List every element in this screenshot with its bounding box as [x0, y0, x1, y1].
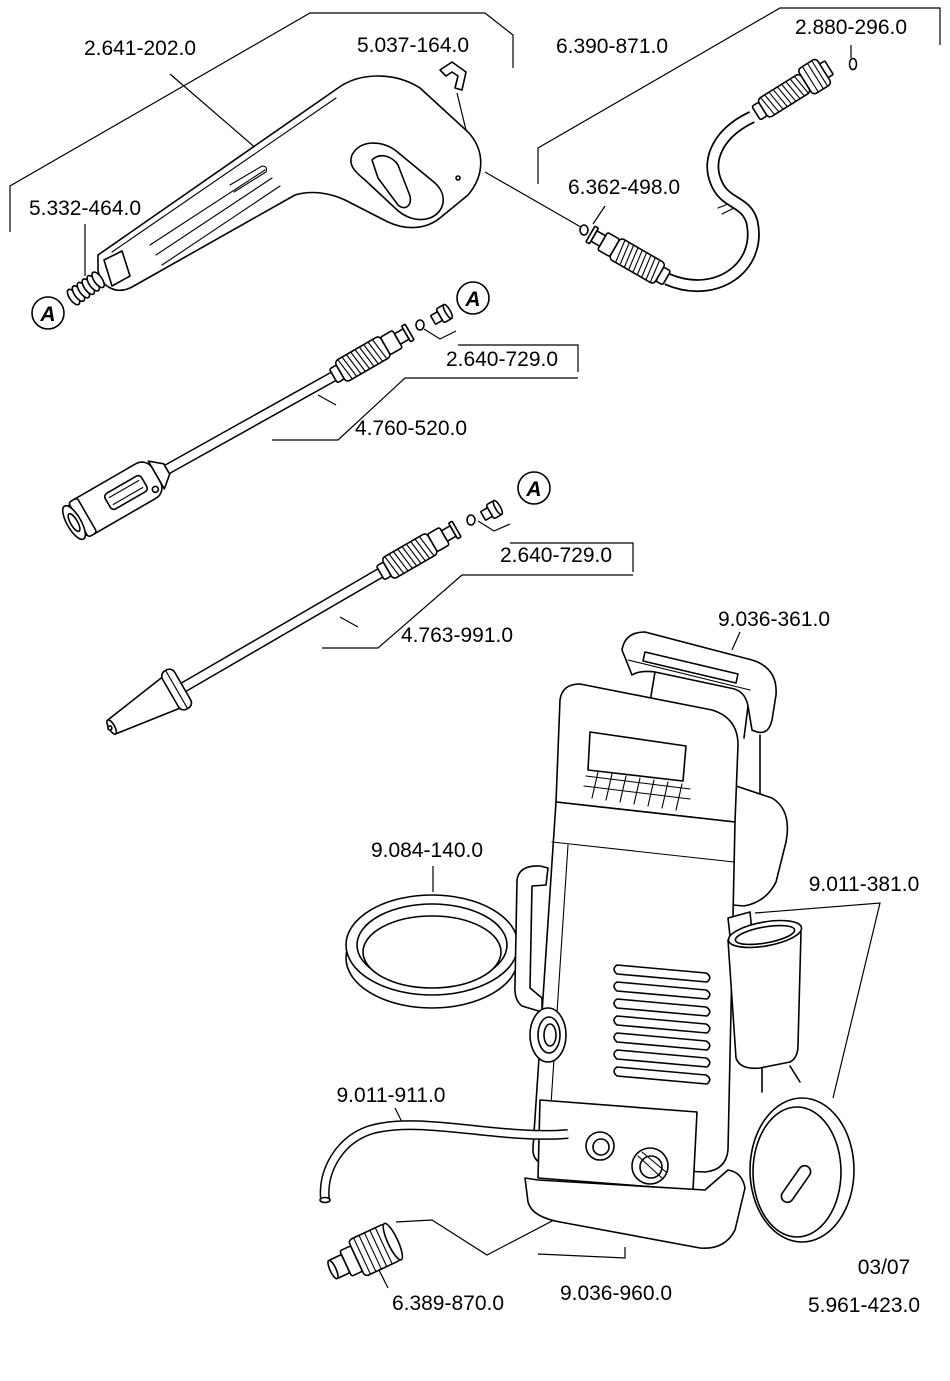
trigger-gun-handle: [98, 76, 481, 290]
part-number-label: 9.036-960.0: [560, 1282, 672, 1305]
part-number-label: 5.037-164.0: [357, 34, 469, 57]
callout-letter: A: [464, 288, 480, 311]
part-number-label: 9.011-911.0: [337, 1084, 446, 1107]
garden-hose-fitting: [322, 1221, 406, 1289]
nozzle-insert-1: [429, 303, 454, 327]
power-switch-knob: [530, 1008, 566, 1062]
part-number-label: 2.640-729.0: [500, 544, 612, 567]
rotor-nozzle-cone: [97, 667, 193, 748]
o-ring-lance-1: [416, 320, 424, 330]
leader-connector-oring: [593, 206, 605, 224]
handle-screw-dot: [456, 176, 460, 180]
part-number-label: 9.011-381.0: [809, 873, 920, 896]
leader-top-handle: [732, 632, 740, 650]
part-number-label: 2.880-296.0: [795, 16, 907, 39]
date-code: 03/07: [858, 1256, 911, 1279]
part-number-label: 4.763-991.0: [401, 624, 513, 647]
callout-a-1: A: [32, 297, 64, 329]
callout-a-2: A: [457, 282, 489, 314]
lance-connector: [327, 322, 415, 387]
connection-panel: [538, 1100, 697, 1190]
part-number-label: 2.641-202.0: [84, 37, 196, 60]
hose-ring-inner-bottom: [363, 916, 501, 988]
wheel: [750, 1066, 854, 1242]
drawing-number: 5.961-423.0: [808, 1294, 920, 1317]
lance-connector: [374, 519, 462, 584]
leader-lines: [10, 8, 940, 1288]
nozzle-insert-2: [479, 499, 504, 523]
part-number-label: 9.036-361.0: [718, 608, 830, 631]
water-inlet-connector: [632, 1148, 668, 1184]
gun-holder: [726, 912, 803, 1068]
gun-holder-body: [728, 932, 801, 1068]
hose-ring: [346, 895, 518, 1008]
machine-housing: [515, 684, 745, 1248]
part-number-label: 4.760-520.0: [355, 417, 467, 440]
high-pressure-outlet: [586, 1132, 614, 1160]
part-number-label: 6.389-870.0: [392, 1292, 504, 1315]
callout-letter: A: [39, 303, 55, 326]
part-number-label: 6.390-871.0: [556, 35, 668, 58]
suction-hose-end: [320, 1198, 330, 1203]
o-ring-connector: [580, 225, 588, 235]
lance-tube-inner: [166, 375, 336, 470]
leader-handle-pointer: [170, 74, 258, 150]
high-pressure-hose: [584, 55, 837, 288]
spring: [65, 270, 106, 307]
adjustable-nozzle-head: [58, 452, 177, 544]
o-ring-lance-2: [467, 515, 475, 525]
hose-machine-fitting: [748, 55, 837, 126]
lance-tube-inner: [184, 572, 382, 687]
wheel-axle-bracket: [762, 1066, 800, 1092]
part-number-label: 2.640-729.0: [446, 348, 558, 371]
part-number-label: 6.362-498.0: [568, 176, 680, 199]
locking-clip: [440, 62, 466, 90]
callout-a-3: A: [518, 472, 550, 504]
callout-letter: A: [525, 478, 541, 501]
o-ring-hose: [850, 59, 857, 70]
part-number-label: 5.332-464.0: [29, 197, 141, 220]
housing-back-panel: [733, 785, 787, 906]
leader-housing: [538, 1247, 625, 1258]
hose-gun-connector: [584, 224, 672, 289]
part-number-label: 9.084-140.0: [371, 839, 483, 862]
